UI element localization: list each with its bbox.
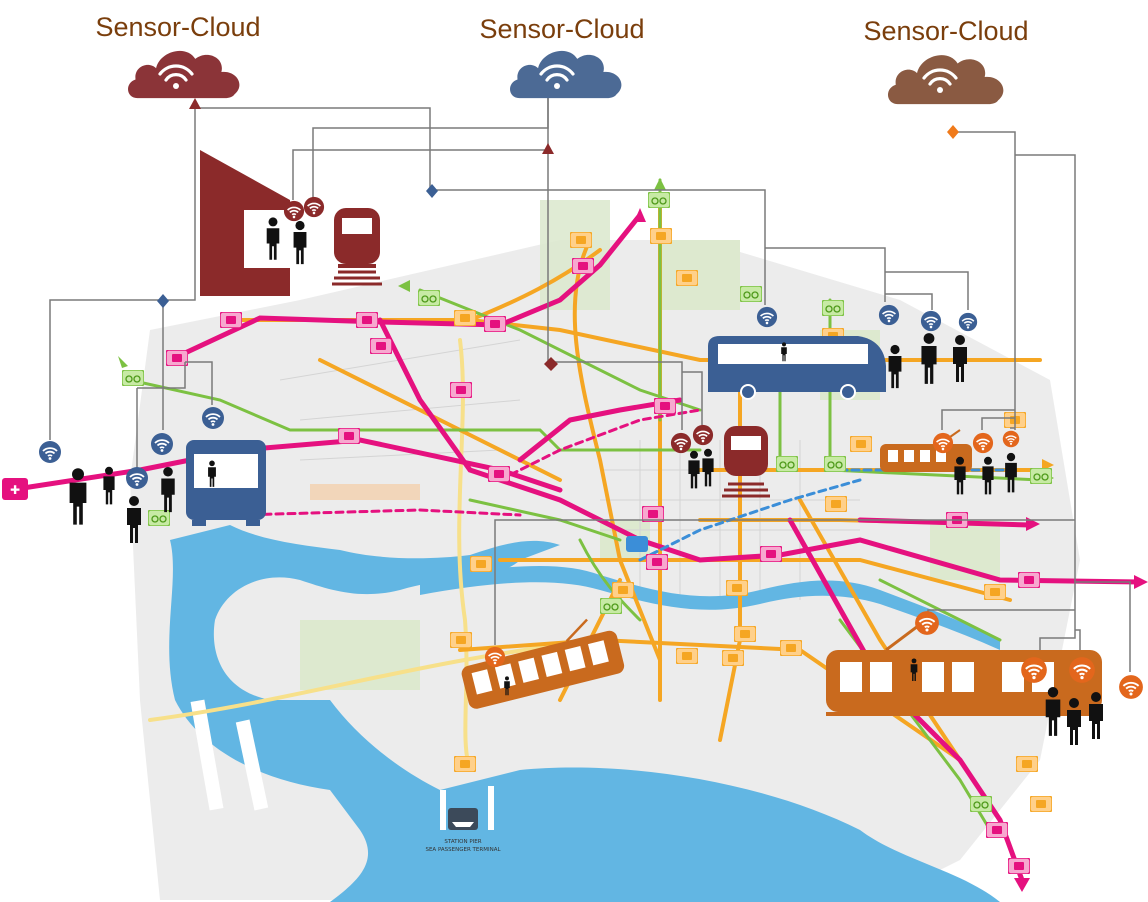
sea-bay: [169, 525, 1001, 902]
hatched-zone: [310, 484, 420, 500]
wifi-icon: [756, 306, 778, 328]
wifi-icon: [914, 610, 940, 636]
city-map: [130, 200, 1080, 902]
sensor-connections: [49, 98, 1131, 672]
ferry-terminal-line1: STATION PIER: [444, 839, 481, 845]
river: [420, 565, 1000, 650]
wifi-icon: [1118, 674, 1144, 700]
station-building: [200, 150, 306, 296]
train-icon: [722, 426, 770, 498]
wifi-icon: [283, 200, 305, 222]
station-markers: [122, 192, 1052, 874]
wifi-icon: [150, 432, 174, 456]
wifi-icon: [303, 196, 325, 218]
sensor-cloud-3: Sensor-Cloud: [863, 16, 1029, 105]
coach-bus-icon: [708, 336, 886, 400]
wifi-icon: [201, 406, 225, 430]
wifi-icon: [692, 424, 714, 446]
junction-markers: [157, 98, 959, 371]
wifi-icon: [920, 310, 942, 332]
wifi-icon: [158, 64, 194, 89]
cloud-label: Sensor-Cloud: [479, 14, 644, 44]
svg-text:✚: ✚: [10, 483, 20, 497]
ferry-terminal: STATION PIER SEA PASSENGER TERMINAL: [425, 808, 501, 853]
cloud-label: Sensor-Cloud: [95, 12, 260, 42]
wifi-icon: [932, 432, 954, 454]
docks: [190, 699, 494, 830]
cloud-label: Sensor-Cloud: [863, 16, 1028, 46]
wifi-icon: [38, 440, 62, 464]
bus-icon: [186, 440, 266, 526]
wifi-icon: [958, 312, 978, 332]
wifi-icon: [972, 432, 994, 454]
wifi-icon: [1002, 430, 1020, 448]
wifi-icon: [539, 64, 575, 89]
ferry-terminal-line2: SEA PASSENGER TERMINAL: [425, 847, 501, 853]
wifi-icon: [1068, 656, 1096, 684]
wifi-icon: [670, 432, 692, 454]
wifi-icon: [484, 646, 506, 668]
tram-icon: [461, 618, 625, 709]
sensor-cloud-2: Sensor-Cloud: [479, 14, 645, 99]
wifi-icon: [878, 304, 900, 326]
train-icon: [332, 208, 382, 286]
sensor-cloud-1: Sensor-Cloud: [95, 12, 261, 99]
wifi-icon: [922, 68, 958, 93]
wifi-icon: [1020, 656, 1048, 684]
wifi-icon: [125, 466, 149, 490]
